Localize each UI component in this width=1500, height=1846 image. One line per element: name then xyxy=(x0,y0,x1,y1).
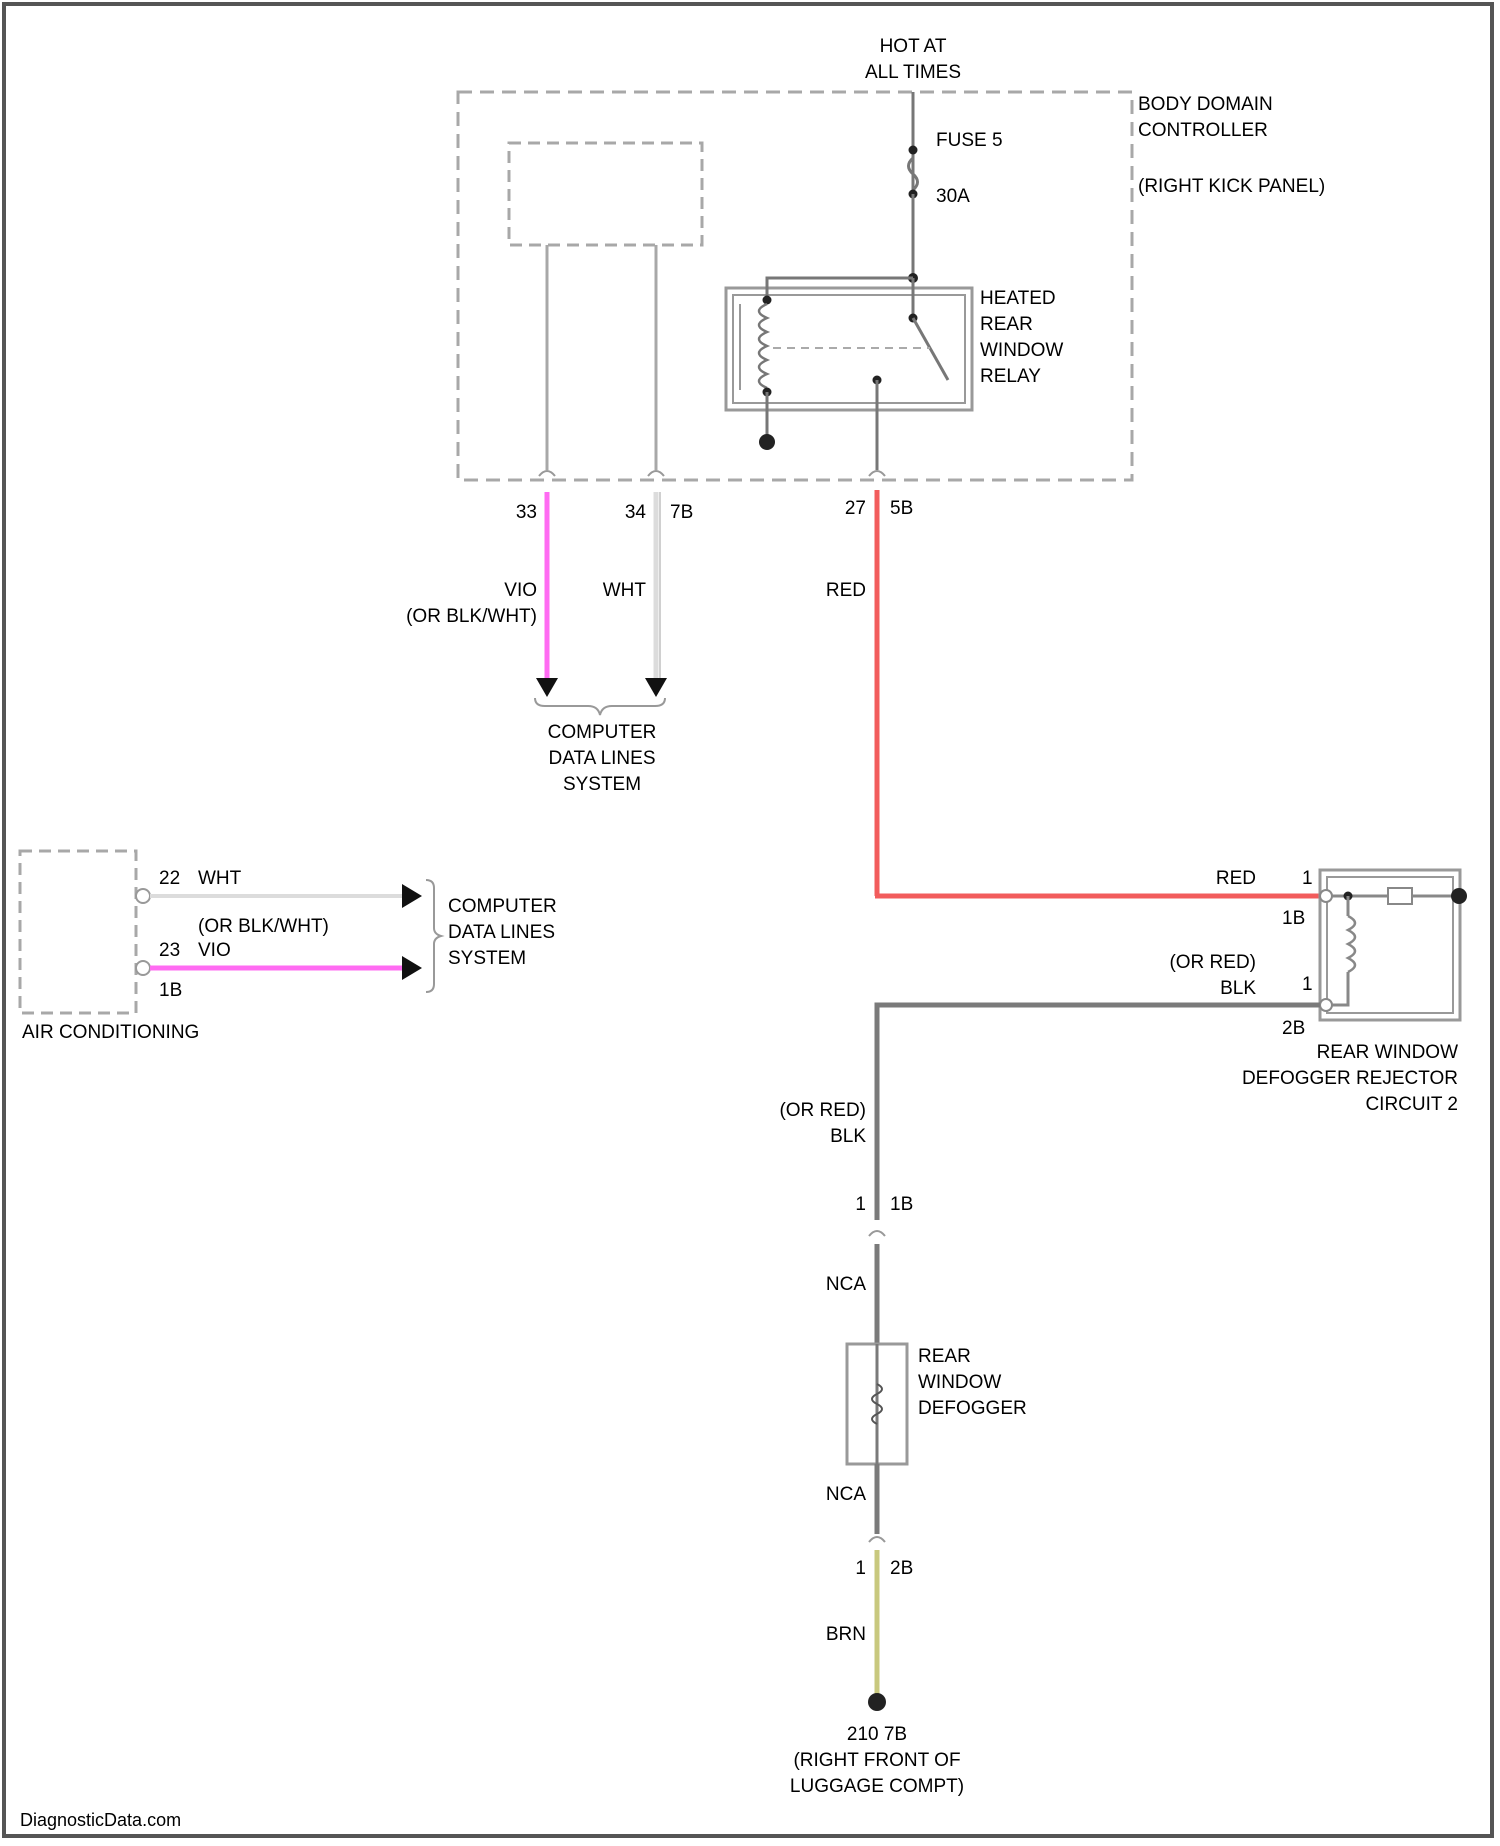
data-lines-top-line3: SYSTEM xyxy=(563,774,641,795)
defogger-pin-top-label: 1 xyxy=(855,1194,866,1215)
body-controller-location: (RIGHT KICK PANEL) xyxy=(1138,176,1325,197)
defogger-label-line2: WINDOW xyxy=(918,1372,1001,1393)
data-lines-left-line2: DATA LINES xyxy=(448,922,555,943)
data-lines-left-line3: SYSTEM xyxy=(448,948,526,969)
ac-module-outline xyxy=(20,851,136,1013)
relay-ground-icon xyxy=(759,434,775,450)
ac-vio-arrow-icon xyxy=(402,956,422,980)
vio-alt-label: (OR BLK/WHT) xyxy=(406,606,537,627)
blk-label-2: BLK xyxy=(830,1126,866,1147)
rejector-pin-1-bottom xyxy=(1320,999,1332,1011)
ac-module-label: AIR CONDITIONING xyxy=(22,1022,199,1043)
defogger-label-line1: REAR xyxy=(918,1346,971,1367)
connector-pin-27 xyxy=(869,471,885,476)
ground-location-line2: LUGGAGE COMPT) xyxy=(790,1776,964,1797)
data-lines-top-line2: DATA LINES xyxy=(549,748,656,769)
data-lines-brace-top xyxy=(535,698,665,715)
ac-connector-label: 1B xyxy=(159,980,182,1001)
connector-5b-label: 5B xyxy=(890,498,913,519)
coil-top-node xyxy=(763,296,772,305)
ac-pin-22-label: 22 xyxy=(159,868,180,889)
fuse-label: FUSE 5 xyxy=(936,130,1003,151)
ac-wht-arrow-icon xyxy=(402,884,422,908)
rejector-label-line3: CIRCUIT 2 xyxy=(1365,1094,1458,1115)
relay-label-line2: REAR xyxy=(980,314,1033,335)
body-controller-line1: BODY DOMAIN xyxy=(1138,94,1273,115)
rejector-pin-1-top xyxy=(1320,890,1332,902)
defogger-connector-top-label: 1B xyxy=(890,1194,913,1215)
nca-label-top: NCA xyxy=(826,1274,866,1295)
defogger-pin-bottom xyxy=(869,1537,885,1542)
rejector-coil-lead-bottom xyxy=(1332,972,1348,1005)
ac-wht-label: WHT xyxy=(198,868,242,889)
red-wire-label: RED xyxy=(826,580,866,601)
rejector-connector-1-label: 1B xyxy=(1282,908,1305,929)
relay-label-line1: HEATED xyxy=(980,288,1056,309)
ac-alt-label: (OR BLK/WHT) xyxy=(198,916,329,937)
blk-label: BLK xyxy=(1220,978,1256,999)
rejector-coil-icon xyxy=(1348,916,1355,972)
pin-27-label: 27 xyxy=(845,498,866,519)
body-controller-outline xyxy=(458,92,1132,480)
fuse-rating: 30A xyxy=(936,186,970,207)
ac-vio-label: VIO xyxy=(198,940,231,961)
relay-label-line4: RELAY xyxy=(980,366,1041,387)
defogger-pin-bottom-label: 1 xyxy=(855,1558,866,1579)
vio-wire-label: VIO xyxy=(504,580,537,601)
blk-wire xyxy=(877,1005,1320,1220)
data-lines-top-line1: COMPUTER xyxy=(548,722,657,743)
wht-arrow-icon xyxy=(645,678,667,697)
defogger-connector-bottom-label: 2B xyxy=(890,1558,913,1579)
watermark: DiagnosticData.com xyxy=(20,1810,181,1830)
relay-coil-icon xyxy=(759,304,767,388)
wht-wire-label: WHT xyxy=(603,580,647,601)
connector-pin-34 xyxy=(648,471,664,476)
ac-pin-23-label: 23 xyxy=(159,940,180,961)
red-wire-label-2: RED xyxy=(1216,868,1256,889)
ac-pin-23 xyxy=(136,961,150,975)
defogger-pin-top xyxy=(869,1231,885,1236)
blk-alt-label-2: (OR RED) xyxy=(779,1100,866,1121)
data-lines-left-line1: COMPUTER xyxy=(448,896,557,917)
ground-location-line1: (RIGHT FRONT OF xyxy=(793,1750,960,1771)
pin-33-label: 33 xyxy=(516,502,537,523)
fuse-terminal-top xyxy=(909,146,918,155)
nca-label-bottom: NCA xyxy=(826,1484,866,1505)
data-lines-brace-left xyxy=(426,880,441,992)
ground-point-icon xyxy=(868,1693,886,1711)
rejector-label-line2: DEFOGGER REJECTOR xyxy=(1242,1068,1458,1089)
power-source-line2: ALL TIMES xyxy=(865,62,961,83)
ac-pin-22 xyxy=(136,889,150,903)
rejector-connector-2-label: 2B xyxy=(1282,1018,1305,1039)
power-source-line1: HOT AT xyxy=(880,36,947,57)
connector-pin-33 xyxy=(539,471,555,476)
rejector-capacitor-icon xyxy=(1388,888,1412,904)
brn-label: BRN xyxy=(826,1624,866,1645)
rejector-label-line1: REAR WINDOW xyxy=(1317,1042,1459,1063)
relay-label-line3: WINDOW xyxy=(980,340,1063,361)
blk-alt-label: (OR RED) xyxy=(1169,952,1256,973)
controller-logic-box xyxy=(509,143,702,245)
rejector-pin-1-label: 1 xyxy=(1302,868,1313,889)
defogger-label-line3: DEFOGGER xyxy=(918,1398,1027,1419)
ground-id-label: 210 7B xyxy=(847,1724,907,1745)
vio-arrow-icon xyxy=(536,678,558,697)
connector-7b-label: 7B xyxy=(670,502,693,523)
body-controller-line2: CONTROLLER xyxy=(1138,120,1268,141)
rejector-ground-node xyxy=(1451,888,1467,904)
rejector-pin-2-label: 1 xyxy=(1302,974,1313,995)
pin-34-label: 34 xyxy=(625,502,647,523)
